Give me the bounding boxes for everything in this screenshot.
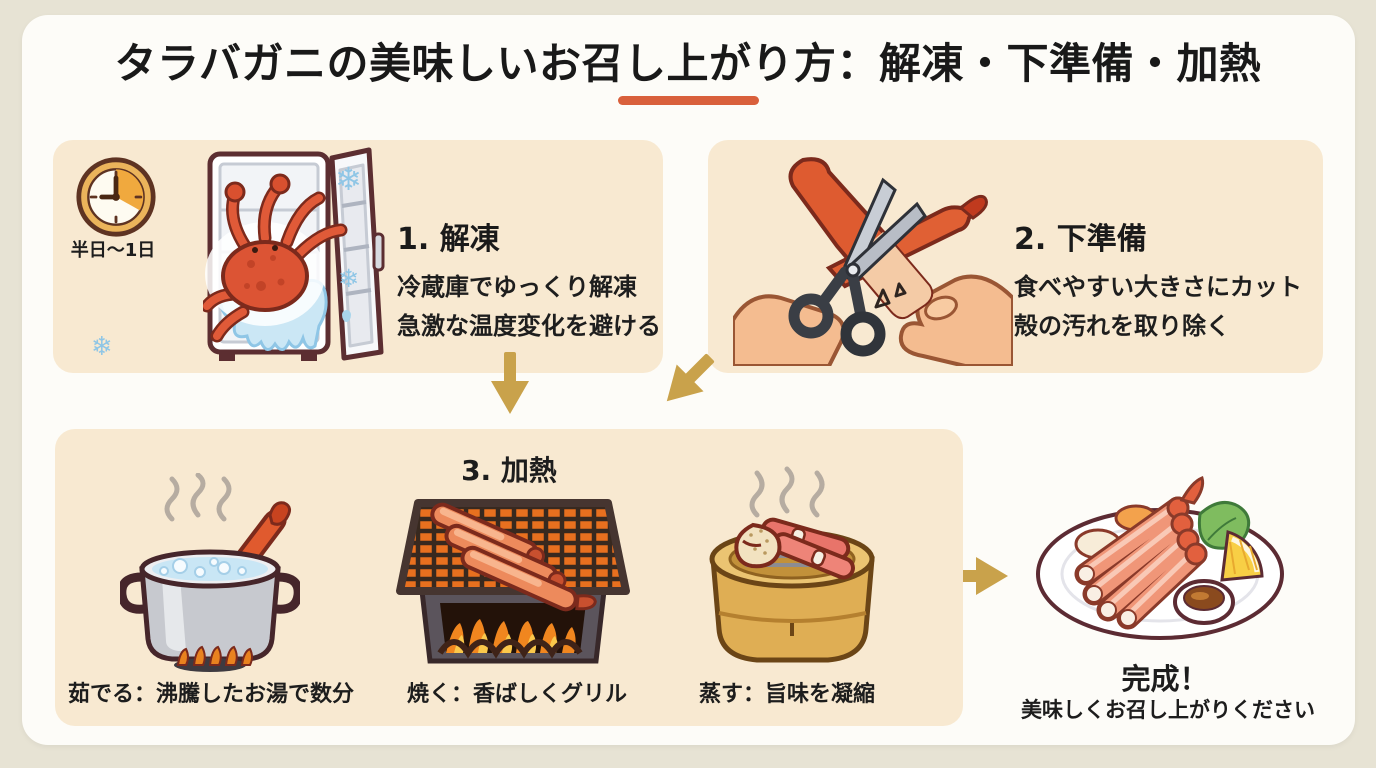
step2-description: 食べやすい大きさにカット 殻の汚れを取り除く — [1014, 268, 1302, 346]
step2-line2: 殻の汚れを取り除く — [1014, 312, 1230, 340]
step2-card: 2. 下準備 食べやすい大きさにカット 殻の汚れを取り除く — [708, 140, 1323, 373]
step1-description: 冷蔵庫でゆっくり解凍 急激な温度変化を避ける — [397, 268, 661, 346]
scissors-cutting-illustration — [733, 157, 1013, 366]
boil-caption: 茹でる：沸騰したお湯で数分 — [67, 682, 354, 707]
step1-heading: 1. 解凍 — [397, 222, 500, 257]
clock-icon — [76, 157, 156, 237]
step1-line2: 急激な温度変化を避ける — [397, 312, 661, 340]
water-droplet-icon — [342, 310, 351, 322]
pot-boiling-illustration — [120, 473, 300, 672]
result-heading: 完成！ — [1121, 662, 1209, 696]
thaw-time-label: 半日〜1日 — [70, 240, 156, 261]
step1-line1: 冷蔵庫でゆっくり解凍 — [397, 273, 637, 301]
fridge-crab-illustration — [203, 147, 385, 361]
step3-card: 3. 加熱 — [55, 429, 963, 726]
finished-plate-illustration — [1036, 475, 1284, 640]
steamer-illustration — [709, 466, 875, 663]
snowflake-icon: ❄ — [91, 332, 113, 362]
snowflake-icon: ❄ — [338, 264, 359, 293]
diagonal-down-left-arrow-icon — [666, 353, 715, 402]
result-subtitle: 美味しくお召し上がりください — [1021, 698, 1315, 722]
step2-heading: 2. 下準備 — [1014, 222, 1147, 257]
step3-heading: 3. 加熱 — [461, 454, 557, 487]
step1-card: 半日〜1日 — [53, 140, 663, 373]
step2-line1: 食べやすい大きさにカット — [1014, 273, 1302, 301]
page-title: タラバガニの美味しいお召し上がり方：解凍・下準備・加熱 — [114, 39, 1262, 88]
grill-caption: 焼く：香ばしくグリル — [406, 682, 627, 707]
down-arrow-icon — [491, 352, 529, 414]
grill-illustration — [396, 499, 630, 664]
snowflake-icon: ❄ — [335, 160, 362, 198]
steam-caption: 蒸す：旨味を凝縮 — [698, 682, 875, 707]
title-underline — [618, 96, 759, 105]
